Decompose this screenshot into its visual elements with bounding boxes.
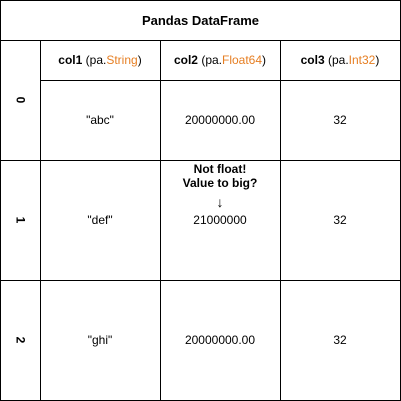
column-type-close: ) [262, 53, 267, 67]
column-header-col2: col2 (pa.Float64) [160, 40, 280, 80]
annotation-arrow-icon: ↓ [216, 194, 224, 210]
row-index-0: 0 [0, 40, 40, 160]
column-type-open: (pa. [82, 53, 107, 67]
annotation-line-1: Not float! [193, 162, 247, 176]
cell-r2-col2: 20000000.00 [184, 333, 256, 347]
cell-r1-col2: 21000000 [193, 213, 247, 227]
cell-r0-col1: "abc" [86, 113, 114, 127]
row-index-label: 1 [13, 216, 27, 224]
column-type-close: ) [375, 53, 380, 67]
row-separator-1 [0, 160, 401, 161]
col-separator-2 [280, 40, 281, 401]
border-top [0, 0, 401, 1]
row-index-label: 0 [13, 96, 27, 104]
column-header-col1: col1 (pa.String) [40, 40, 160, 80]
header-separator [40, 80, 401, 81]
cell-r0-col3: 32 [333, 113, 347, 127]
row-index-2: 2 [0, 280, 40, 400]
title-separator [0, 40, 401, 41]
column-header-col3: col3 (pa.Int32) [280, 40, 400, 80]
cell-r2-col1: "ghi" [87, 333, 113, 347]
cell-r1-col3: 32 [333, 213, 347, 227]
column-name: col1 [58, 53, 83, 67]
column-type: String [106, 53, 138, 67]
row-separator-2 [0, 280, 401, 281]
cell-r1-col1: "def" [87, 213, 113, 227]
column-type: Float64 [222, 53, 263, 67]
column-name: col3 [300, 53, 325, 67]
column-type-open: (pa. [197, 53, 222, 67]
cell-r2-col3: 32 [333, 333, 347, 347]
cell-r0-col2: 20000000.00 [184, 113, 256, 127]
border-left [0, 0, 1, 401]
index-separator [40, 40, 41, 401]
row-index-label: 2 [13, 336, 27, 344]
annotation-note: Not float! Value to big? ↓ [160, 162, 280, 210]
column-type: Int32 [348, 53, 376, 67]
col-separator-1 [160, 40, 161, 401]
row-index-1: 1 [0, 160, 40, 280]
column-type-close: ) [137, 53, 142, 67]
annotation-line-2: Value to big? [182, 176, 258, 190]
diagram-title: Pandas DataFrame [141, 12, 260, 28]
column-type-open: (pa. [324, 53, 349, 67]
column-name: col2 [173, 53, 198, 67]
